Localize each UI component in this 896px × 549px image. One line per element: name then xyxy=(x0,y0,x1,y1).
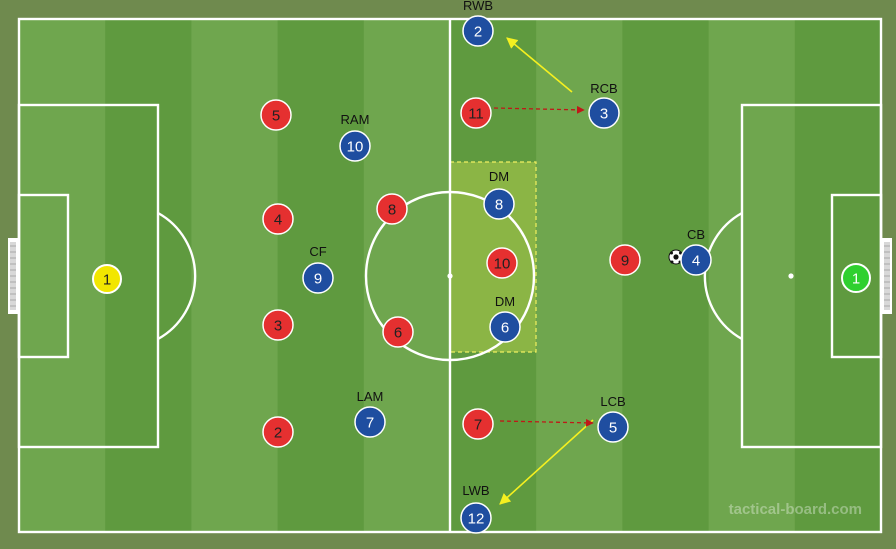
player-number: 12 xyxy=(468,511,485,528)
player-role-label: CF xyxy=(309,244,326,259)
centre-spot xyxy=(447,273,453,279)
player-role-label: LWB xyxy=(462,483,489,498)
goalkeeper-right[interactable]: 1 xyxy=(841,263,871,293)
blue-player[interactable]: 9 CF xyxy=(302,244,334,294)
blue-player[interactable]: 3 RCB xyxy=(588,81,620,129)
right-penalty-spot xyxy=(788,273,794,279)
red-team: 5 4 3 2 8 6 11 10 7 9 xyxy=(260,97,641,448)
player-role-label: CB xyxy=(687,227,705,242)
red-player[interactable]: 10 xyxy=(486,247,518,279)
blue-player[interactable]: 6 DM xyxy=(489,294,521,343)
player-number: 5 xyxy=(609,420,617,437)
blue-player[interactable]: 12 LWB xyxy=(460,483,492,534)
player-number: 3 xyxy=(274,318,282,335)
player-number: 11 xyxy=(468,106,484,123)
blue-player[interactable]: 2 RWB xyxy=(462,0,494,47)
blue-player[interactable]: 10 RAM xyxy=(339,112,371,162)
left-penalty-arc xyxy=(157,211,197,341)
goalkeeper-left[interactable]: 1 xyxy=(92,264,122,294)
right-goal xyxy=(882,238,892,314)
grass-stripe xyxy=(363,19,451,532)
run-arrow-red-7 xyxy=(499,418,594,427)
player-role-label: DM xyxy=(495,294,515,309)
red-player[interactable]: 6 xyxy=(382,316,414,348)
red-player[interactable]: 5 xyxy=(260,99,292,131)
grass-stripe xyxy=(191,19,279,532)
player-number: 4 xyxy=(274,212,282,229)
run-arrow-red-11 xyxy=(493,105,585,114)
player-role-label: RAM xyxy=(341,112,370,127)
blue-player[interactable]: 4 CB xyxy=(680,227,712,276)
red-player[interactable]: 11 xyxy=(460,97,492,129)
right-goal-box xyxy=(830,193,883,359)
player-number: 5 xyxy=(272,108,280,125)
watermark: tactical-board.com xyxy=(729,501,862,518)
pass-arrow-rcb-to-rwb xyxy=(506,37,573,93)
blue-player[interactable]: 5 LCB xyxy=(597,394,629,443)
player-number: 9 xyxy=(621,253,629,270)
blue-player[interactable]: 8 DM xyxy=(483,169,515,220)
player-role-label: LAM xyxy=(357,389,384,404)
red-player[interactable]: 8 xyxy=(376,193,408,225)
red-player[interactable]: 3 xyxy=(262,309,294,341)
left-goal-box xyxy=(17,193,70,359)
player-role-label: RWB xyxy=(463,0,493,13)
player-number: 2 xyxy=(274,425,282,442)
player-number: 10 xyxy=(494,256,511,273)
player-number: 6 xyxy=(501,320,509,337)
player-number: 1 xyxy=(852,271,860,288)
player-number: 6 xyxy=(394,325,402,342)
player-number: 3 xyxy=(600,106,608,123)
player-number: 10 xyxy=(347,139,364,156)
grass-stripe xyxy=(708,19,796,532)
player-role-label: DM xyxy=(489,169,509,184)
blue-player[interactable]: 7 LAM xyxy=(354,389,386,438)
player-number: 8 xyxy=(495,197,503,214)
ball-icon[interactable] xyxy=(668,249,684,265)
player-number: 1 xyxy=(103,272,111,289)
red-player[interactable]: 2 xyxy=(262,416,294,448)
player-number: 8 xyxy=(388,202,396,219)
red-player[interactable]: 9 xyxy=(609,244,641,276)
red-player[interactable]: 7 xyxy=(462,408,494,440)
red-player[interactable]: 4 xyxy=(262,203,294,235)
left-goal xyxy=(8,238,18,314)
player-number: 2 xyxy=(474,24,482,41)
player-number: 7 xyxy=(474,417,482,434)
right-penalty-arc xyxy=(703,211,743,341)
player-role-label: RCB xyxy=(590,81,617,96)
player-number: 4 xyxy=(692,253,700,270)
centre-circle xyxy=(364,190,536,362)
player-number: 7 xyxy=(366,415,374,432)
pass-arrow-lcb-to-lwb xyxy=(499,419,594,505)
player-role-label: LCB xyxy=(600,394,625,409)
player-number: 9 xyxy=(314,271,322,288)
